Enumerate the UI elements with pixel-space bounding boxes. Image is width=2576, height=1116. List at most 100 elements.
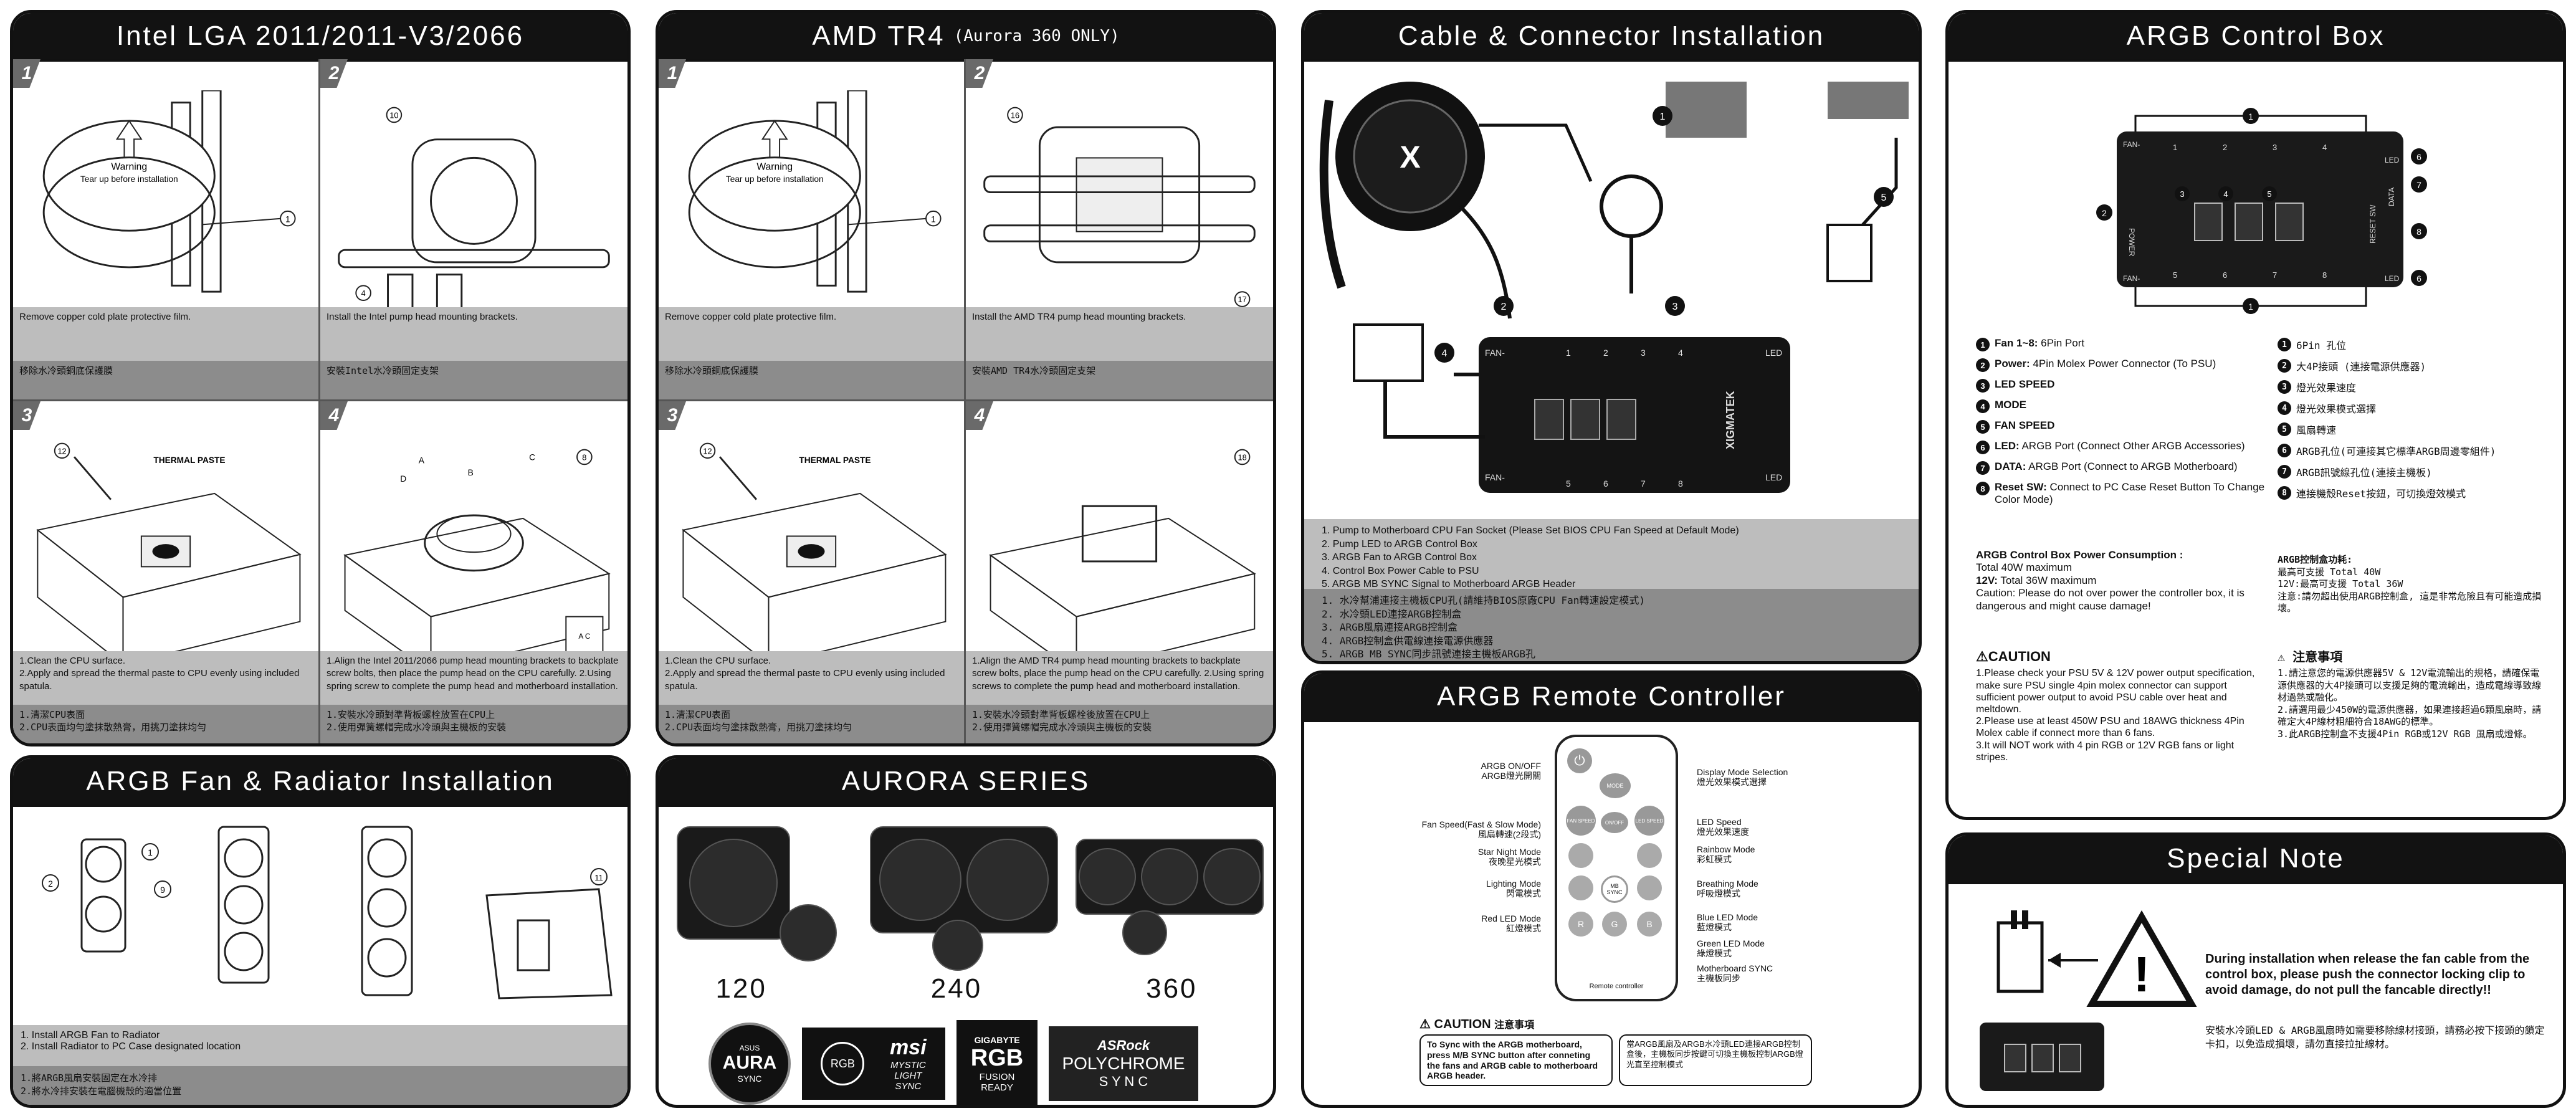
panel-title: Cable & Connector Installation <box>1304 13 1919 62</box>
svg-text:1: 1 <box>285 214 290 224</box>
pump-head-illustration: Warning Tear up before installation 1 <box>42 90 296 293</box>
svg-text:12: 12 <box>57 446 66 455</box>
step-caption-zh: 1.清潔CPU表面 2.CPU表面均勻塗抹散熱膏，用挑刀塗抹均勻 <box>659 705 964 743</box>
pump-head-illustration: Warning Tear up before installation 1 <box>688 90 942 293</box>
svg-text:3: 3 <box>2180 189 2184 199</box>
step-caption-zh: 1.安裝水冷頭對準背板螺栓後放置在CPU上 2.使用彈簧螺帽完成水冷頭與主機板的… <box>966 705 1273 743</box>
led-speed-button[interactable]: LED SPEED <box>1634 806 1664 836</box>
step-caption-en: Install the AMD TR4 pump head mounting b… <box>966 307 1273 361</box>
svg-text:1: 1 <box>148 847 153 857</box>
special-note-en: During installation when release the fan… <box>2205 952 2530 997</box>
svg-text:DATA: DATA <box>2387 188 2396 206</box>
red-button[interactable]: R <box>1568 912 1593 937</box>
svg-text:1: 1 <box>2248 302 2253 312</box>
svg-text:4: 4 <box>1442 348 1448 359</box>
warning-icon: ⚠ <box>1976 649 1988 664</box>
sync-logos: ASUS AURA SYNC RGB msi MYSTIC LIGHT SYNC… <box>708 1020 1198 1105</box>
aurora-panel: AURORA SERIES 120 240 360 ASUS AURA SYNC <box>656 755 1276 1108</box>
intel-step-3: 3 12 THERMAL PASTE 1.Clean the CPU surfa… <box>13 401 320 743</box>
svg-text:2: 2 <box>48 879 53 889</box>
step-number: 4 <box>320 401 348 430</box>
svg-text:1: 1 <box>1566 348 1571 358</box>
step-caption-en: Remove copper cold plate protective film… <box>659 307 964 361</box>
caution-en-box: To Sync with the ARGB motherboard, press… <box>1419 1034 1613 1087</box>
caution-zh-box: 當ARGB風扇及ARGB水冷頭LED連接ARGB控制盒後，主機板同步按鍵可切換主… <box>1619 1034 1812 1087</box>
cable-diagram: X 1 2 3 4 5 6 7 8 FAN- FAN- LED LED XIGM… <box>1319 82 1909 493</box>
step-caption-zh: 安裝AMD TR4水冷頭固定支架 <box>966 361 1273 399</box>
warning-icon: ⚠ <box>1419 1018 1431 1031</box>
amd-step-2: 2 16 17 Install the AMD TR4 pump head mo… <box>966 59 1273 401</box>
mode-button[interactable]: MODE <box>1600 773 1631 798</box>
svg-text:RESET SW: RESET SW <box>2368 204 2377 244</box>
svg-text:4: 4 <box>361 289 366 298</box>
svg-text:XIGMATEK: XIGMATEK <box>1724 391 1737 449</box>
svg-text:7: 7 <box>2416 180 2421 190</box>
rainbow-button[interactable] <box>1637 843 1662 868</box>
star-night-button[interactable] <box>1568 843 1593 868</box>
blue-button[interactable]: B <box>1637 912 1662 937</box>
power-consumption-zh: ARGB控制盒功耗: 最高可支援 Total 40W 12V:最高可支援 Tot… <box>2278 554 2542 614</box>
svg-text:1: 1 <box>2173 143 2177 152</box>
fan-radiator-illustration: 2 1 9 11 <box>42 826 613 999</box>
fan-speed-button[interactable]: FAN SPEED <box>1566 806 1596 836</box>
size-120: 120 <box>715 973 767 1004</box>
panel-title: ARGB Fan & Radiator Installation <box>13 758 627 807</box>
breathing-button[interactable] <box>1637 875 1662 900</box>
step-caption-en: 1.Align the AMD TR4 pump head mounting b… <box>966 651 1273 705</box>
amd-panel: AMD TR4(Aurora 360 ONLY) 1 Warning Tear … <box>656 10 1276 746</box>
step-caption-zh: 安裝Intel水冷頭固定支架 <box>320 361 627 399</box>
warning-text: Warning <box>111 161 147 172</box>
svg-text:B: B <box>468 468 474 477</box>
lighting-button[interactable] <box>1568 875 1593 900</box>
step-caption-en: 1.Clean the CPU surface. 2.Apply and spr… <box>659 651 964 705</box>
svg-text:5: 5 <box>2267 189 2271 199</box>
svg-text:16: 16 <box>1011 110 1019 120</box>
step-caption-zh: 1.安裝水冷頭對準背板螺栓放置在CPU上 2.使用彈簧螺帽完成水冷頭與主機板的安… <box>320 705 627 743</box>
step-number: 1 <box>13 59 41 88</box>
green-button[interactable]: G <box>1602 912 1627 937</box>
step-caption-zh: 移除水冷頭銅底保護膜 <box>13 361 318 399</box>
svg-text:2: 2 <box>1501 302 1507 312</box>
panel-title: ARGB Control Box <box>1949 13 2563 62</box>
svg-text:2: 2 <box>1603 348 1608 358</box>
motherboard-paste-illustration: 12 THERMAL PASTE <box>36 442 302 666</box>
svg-text:FAN-: FAN- <box>1485 348 1505 358</box>
thermal-paste-label: THERMAL PASTE <box>153 455 225 465</box>
argb-control-panel: ARGB Control Box 1 1 2 3 4 5 6 7 8 6 1 2… <box>1945 10 2566 820</box>
intel-title: Intel LGA 2011/2011-V3/2066 <box>116 21 525 51</box>
mb-sync-button[interactable]: MB SYNC <box>1601 875 1628 903</box>
label-fan-speed: Fan Speed(Fast & Slow Mode)風扇轉速(2段式) <box>1421 819 1541 840</box>
cable-list-zh: 1. 水冷幫浦連接主機板CPU孔(請維持BIOS原廠CPU Fan轉速設定模式)… <box>1304 589 1919 661</box>
svg-text:LED: LED <box>2385 156 2400 165</box>
svg-text:8: 8 <box>2416 227 2421 237</box>
step-caption-en: 1.Clean the CPU surface. 2.Apply and spr… <box>13 651 318 705</box>
gigabyte-rgb-fusion-logo: GIGABYTE RGB FUSION READY <box>956 1020 1038 1105</box>
svg-text:Warning: Warning <box>756 161 793 172</box>
connector-warning-illustration: ! <box>1980 910 2197 1091</box>
on-off-button[interactable]: ON/OFF <box>1601 812 1628 833</box>
amd-subtitle: (Aurora 360 ONLY) <box>953 27 1120 45</box>
amd-step-4: 4 18 1.Align the AMD TR4 pump head mount… <box>966 401 1273 743</box>
motherboard-mount-illustration: 18 <box>989 449 1256 674</box>
svg-text:5: 5 <box>2173 270 2177 280</box>
step-caption-zh: 移除水冷頭銅底保護膜 <box>659 361 964 399</box>
amd-step-3: 3 12 THERMAL PASTE 1.Clean the CPU surfa… <box>659 401 966 743</box>
svg-text:8: 8 <box>582 452 586 462</box>
panel-title: ARGB Remote Controller <box>1304 674 1919 722</box>
svg-text:6: 6 <box>1603 479 1608 489</box>
svg-text:5: 5 <box>1881 193 1887 203</box>
remote-panel: ARGB Remote Controller ⏻ MODE FAN SPEED … <box>1301 670 1922 1108</box>
step-number: 2 <box>966 59 993 88</box>
panel-title: Special Note <box>1949 836 2563 884</box>
svg-text:A: A <box>419 455 425 465</box>
power-button[interactable]: ⏻ <box>1567 748 1592 773</box>
svg-text:3: 3 <box>1672 302 1678 312</box>
fan-caption-zh: 1.將ARGB風扇安裝固定在水冷排 2.將水冷排安裝在電腦機殼的適當位置 <box>13 1066 627 1105</box>
